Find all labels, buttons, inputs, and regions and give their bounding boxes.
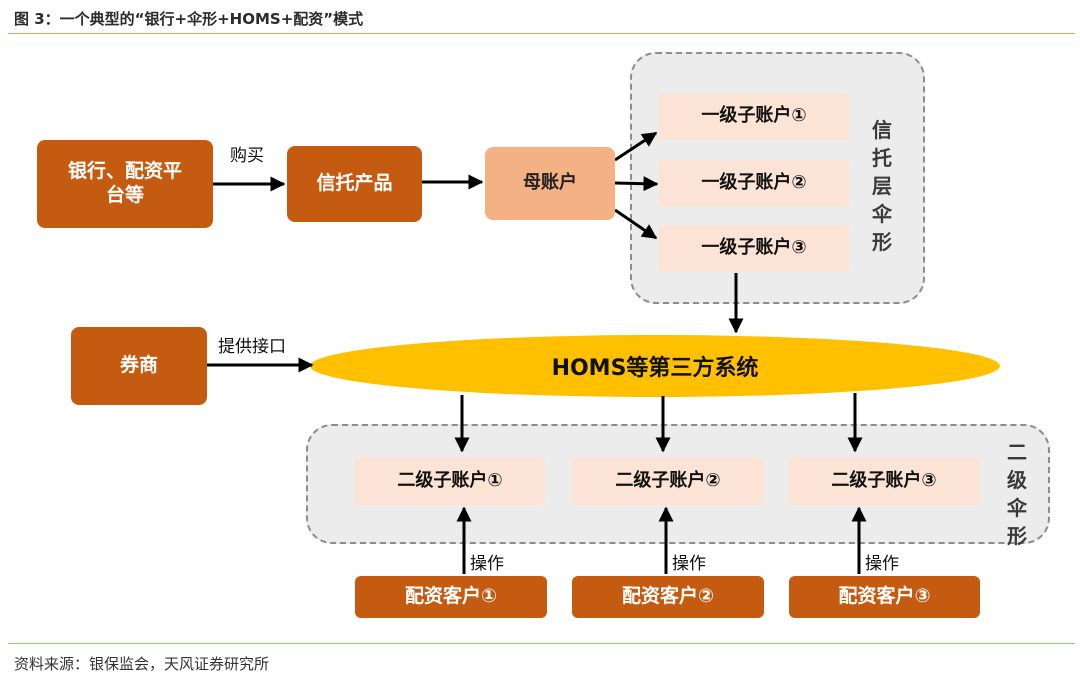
trust-product-node: 信托产品 [287, 146, 422, 222]
client-1-node: 配资客户① [355, 576, 547, 618]
operate-label-2: 操作 [672, 554, 706, 574]
source-note: 资料来源：银保监会，天风证券研究所 [14, 655, 270, 673]
sub2-account-1-node: 二级子账户① [355, 457, 545, 505]
sub2-account-2-node: 二级子账户② [572, 457, 764, 505]
bottom-divider [8, 643, 1075, 644]
client-3-node: 配资客户③ [789, 576, 980, 618]
sub2-account-3-node: 二级子账户③ [788, 457, 980, 505]
arrow-parent-to-sub1-3 [614, 208, 658, 240]
sub1-account-2-node: 一级子账户② [659, 160, 849, 207]
top-divider [8, 33, 1075, 34]
client-2-node: 配资客户② [572, 576, 764, 618]
figure-title: 图 3：一个典型的“银行+伞形+HOMS+配资”模式 [14, 10, 364, 28]
bank-platform-node: 银行、配资平台等 [37, 140, 213, 228]
homs-system-label: HOMS等第三方系统 [551, 356, 759, 381]
arrow-parent-to-sub1-1 [614, 131, 658, 162]
parent-account-node: 母账户 [485, 147, 615, 220]
second-umbrella-label: 二级伞形 [1007, 440, 1027, 548]
operate-label-3: 操作 [865, 554, 899, 574]
broker-node: 券商 [71, 327, 207, 405]
sub1-account-1-node: 一级子账户① [659, 93, 849, 140]
arrow-parent-to-sub1-2 [614, 176, 659, 192]
sub1-account-3-node: 一级子账户③ [659, 225, 849, 272]
operate-label-1: 操作 [470, 554, 504, 574]
provide-interface-label: 提供接口 [218, 337, 286, 357]
homs-oval [310, 335, 1000, 397]
buy-label: 购买 [230, 146, 264, 166]
trust-umbrella-label: 信托层伞形 [872, 118, 892, 254]
